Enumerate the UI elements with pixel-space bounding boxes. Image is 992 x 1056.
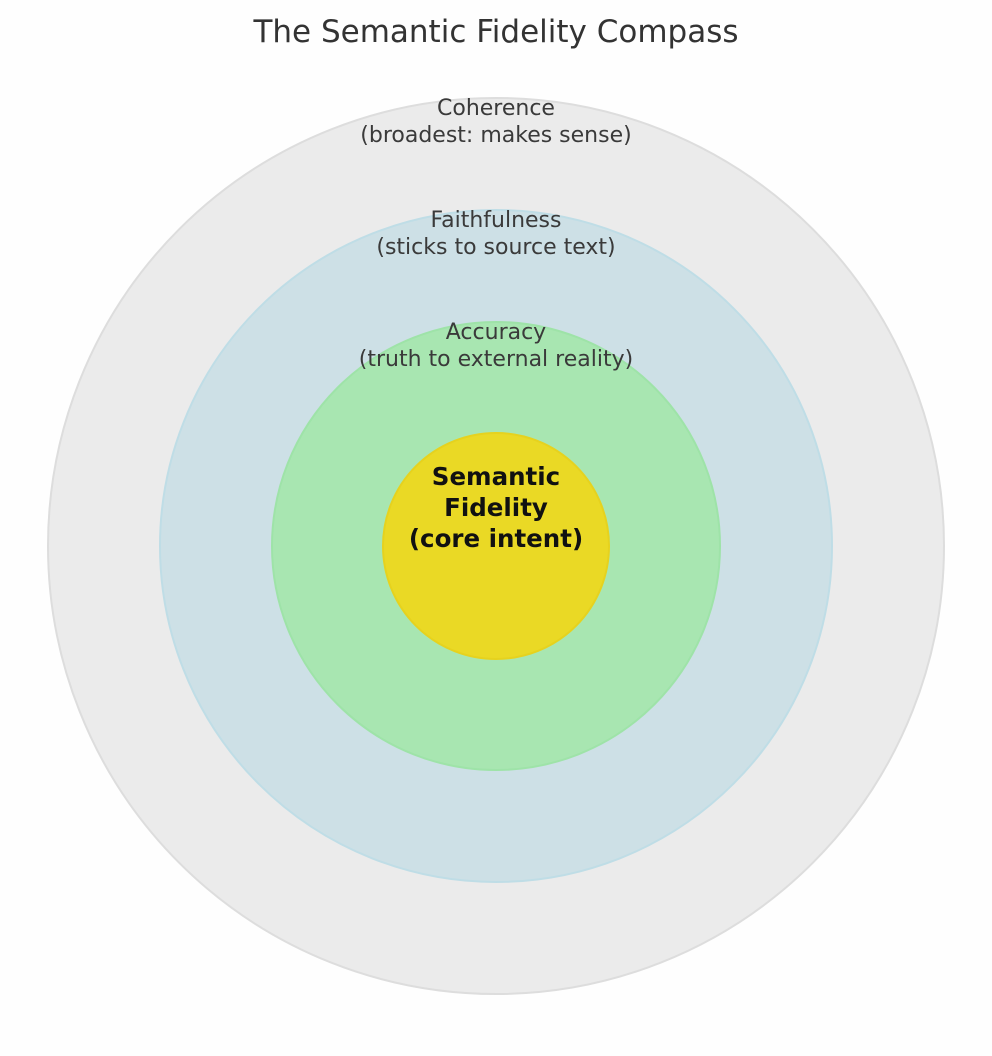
coherence-label: Coherence xyxy=(437,96,555,121)
diagram-title: The Semantic Fidelity Compass xyxy=(252,14,738,50)
accuracy-label: Accuracy xyxy=(446,320,546,345)
coherence-description: (broadest: makes sense) xyxy=(360,123,631,148)
faithfulness-label: Faithfulness xyxy=(430,208,561,233)
core-description: (core intent) xyxy=(409,524,583,553)
semantic-fidelity-core xyxy=(382,432,610,660)
core-label-line1: Semantic xyxy=(432,462,560,491)
faithfulness-description: (sticks to source text) xyxy=(376,235,615,260)
accuracy-description: (truth to external reality) xyxy=(359,347,633,372)
core-label-line2: Fidelity xyxy=(444,493,548,522)
